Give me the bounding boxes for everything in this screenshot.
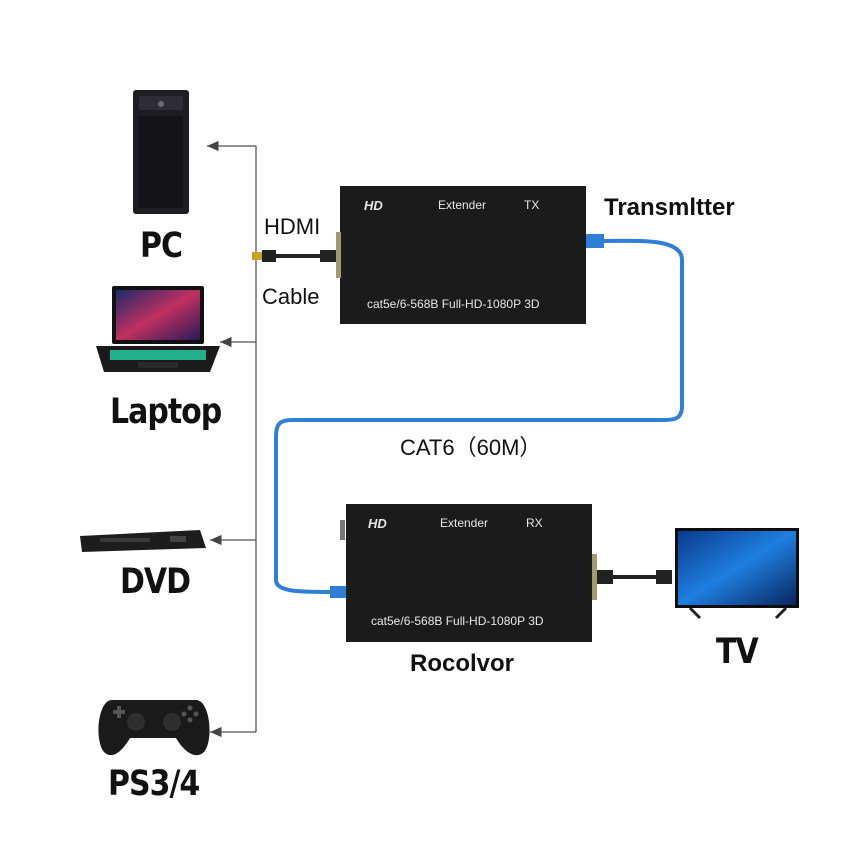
- laptop-icon: [96, 286, 220, 372]
- gamepad-icon: [98, 700, 210, 756]
- rx-brand: HD: [368, 516, 387, 531]
- label-hdmi: HDMI: [264, 214, 321, 239]
- label-cat6: CAT6（60M）: [400, 435, 542, 460]
- hdmi-to-tv-cable-icon: [597, 570, 672, 584]
- rx-tag: RX: [526, 516, 543, 530]
- tx-brand: HD: [364, 198, 383, 213]
- label-laptop: Laptop: [110, 392, 222, 433]
- tx-spec: cat5e/6-568B Full-HD-1080P 3D: [367, 297, 540, 311]
- label-cable: Cable: [262, 284, 320, 309]
- label-tv: TV: [716, 632, 759, 673]
- cat6-cable-line: [274, 238, 684, 594]
- tx-model: Extender: [438, 198, 487, 212]
- label-receiver: Rocolvor: [410, 650, 515, 677]
- label-ps: PS3/4: [108, 764, 200, 805]
- dvd-player-icon: [80, 530, 206, 552]
- label-pc: PC: [140, 226, 183, 267]
- rx-spec: cat5e/6-568B Full-HD-1080P 3D: [371, 614, 544, 628]
- tx-tag: TX: [524, 198, 540, 212]
- pc-tower-icon: [133, 90, 189, 214]
- rx-model: Extender: [440, 516, 489, 530]
- label-dvd: DVD: [120, 562, 191, 603]
- tv-icon: [675, 528, 799, 620]
- hdmi-cable-icon: [252, 250, 336, 262]
- label-transmitter: Transmltter: [604, 194, 735, 221]
- receiver-box: [330, 504, 597, 642]
- transmitter-box: [336, 186, 604, 324]
